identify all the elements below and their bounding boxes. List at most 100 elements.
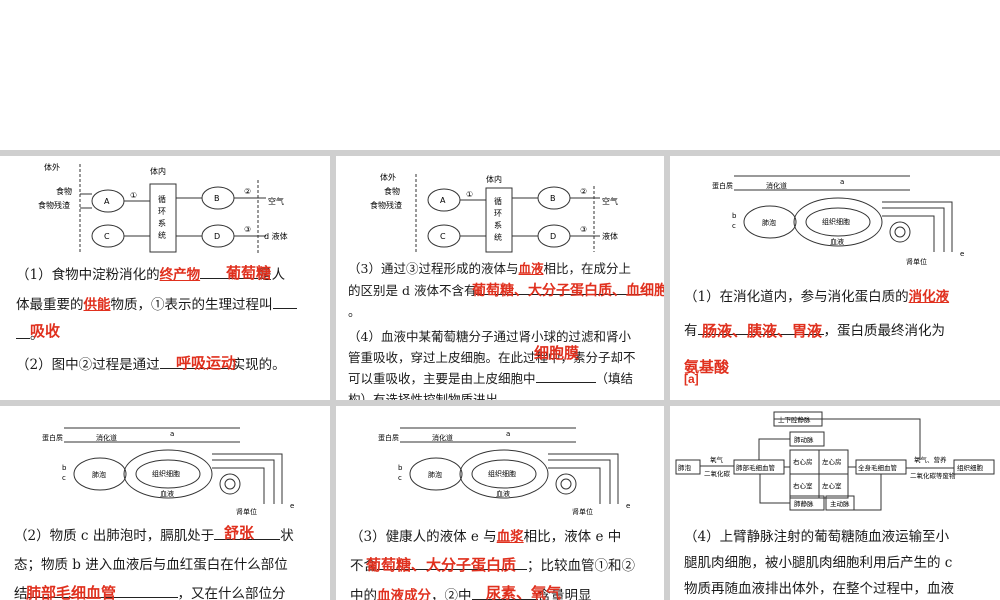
- svg-text:肺泡: 肺泡: [428, 470, 442, 479]
- svg-text:肾单位: 肾单位: [906, 257, 927, 266]
- panel-2: 体外 体内 食物 食物残渣 A C ① 循 环 系 统 B D ② ③ 空气 液…: [336, 156, 664, 400]
- question-text-2: （3）通过③过程形成的液体与血液相比，在成分上 的区别是 d 液体不含有 。 （…: [348, 258, 654, 400]
- answer-amino-acid: 氨基酸: [684, 359, 730, 376]
- svg-text:环: 环: [494, 209, 502, 218]
- label-d-liquid: d 液体: [264, 231, 288, 241]
- answer-glucose: 葡萄糖: [226, 265, 272, 282]
- svg-text:肺泡: 肺泡: [762, 218, 776, 227]
- svg-text:b: b: [398, 464, 403, 472]
- svg-text:统: 统: [494, 232, 502, 242]
- label-food: 食物: [56, 186, 72, 196]
- question-text-3: （1）在消化道内，参与消化蛋白质的消化液 有，蛋白质最终消化为: [684, 289, 950, 339]
- label-air: 空气: [268, 196, 284, 206]
- svg-text:血液: 血液: [160, 489, 174, 498]
- label-n1: ①: [130, 191, 137, 200]
- metabolism-diagram-5: 蛋白质 消化道 a b c 肺泡 组织细胞 血液 肾单位 e: [378, 427, 630, 516]
- svg-text:血液: 血液: [496, 489, 510, 498]
- answer-substances: 葡萄糖、大分子蛋白质、血细胞: [472, 282, 664, 298]
- svg-text:氧气、营养: 氧气、营养: [914, 455, 947, 464]
- question-text-4: （2）物质 c 出肺泡时，膈肌处于状 态；物质 b 进入血液后与血红蛋白在什么部…: [14, 522, 320, 600]
- svg-text:c: c: [62, 474, 66, 482]
- question-text-6: （4）上臂静脉注射的葡萄糖随血液运输至小 腿肌肉细胞，被小腿肌肉细胞利用后产生的…: [684, 529, 954, 597]
- panel-3: 蛋白质 消化道 a b c 肺泡 组织细胞 血液 肾单位 e （1）在消化道内，…: [670, 156, 1000, 400]
- svg-text:e: e: [626, 502, 630, 510]
- svg-text:e: e: [290, 502, 294, 510]
- svg-text:左心房: 左心房: [822, 457, 842, 466]
- svg-text:③: ③: [580, 225, 587, 234]
- label-residue: 食物残渣: [38, 200, 70, 210]
- digestion-circulation-diagram-2: 体外 体内 食物 食物残渣 A C ① 循 环 系 统 B D ② ③ 空气 液…: [370, 172, 618, 253]
- answer-glucose-protein: 葡萄糖、大分子蛋白质: [366, 557, 517, 574]
- svg-text:体内: 体内: [486, 174, 502, 184]
- svg-text:D: D: [550, 232, 556, 241]
- svg-text:消化道: 消化道: [96, 433, 117, 442]
- svg-text:肾单位: 肾单位: [236, 507, 257, 516]
- answer-breathing: 呼吸运动: [176, 355, 237, 372]
- svg-text:消化道: 消化道: [432, 433, 453, 442]
- svg-text:循: 循: [158, 194, 166, 204]
- answer-digestive-juices: 肠液、胰液、胃液: [702, 323, 823, 340]
- svg-text:b: b: [62, 464, 67, 472]
- svg-text:e: e: [960, 250, 964, 258]
- label-outside: 体外: [44, 162, 60, 172]
- question-text-1: （1）食物中淀粉消化的终产物是人 体最重要的供能物质，①表示的生理过程叫 。 （…: [16, 260, 316, 380]
- svg-text:消化道: 消化道: [766, 181, 787, 190]
- svg-text:右心室: 右心室: [793, 481, 813, 490]
- answer-urea-oxygen: 尿素、氧气: [486, 585, 562, 600]
- svg-text:C: C: [440, 232, 446, 241]
- svg-text:肺泡: 肺泡: [92, 470, 106, 479]
- svg-text:c: c: [398, 474, 402, 482]
- node-c: C: [104, 232, 110, 241]
- svg-text:蛋白质: 蛋白质: [712, 181, 733, 190]
- panel-5: 蛋白质 消化道 a b c 肺泡 组织细胞 血液 肾单位 e （3）健康人的液体…: [336, 406, 664, 600]
- node-b: B: [214, 194, 220, 203]
- label-inside: 体内: [150, 166, 166, 176]
- svg-text:B: B: [550, 194, 556, 203]
- svg-text:c: c: [732, 222, 736, 230]
- node-d: D: [214, 232, 220, 241]
- svg-text:肺动脉: 肺动脉: [794, 435, 814, 444]
- digestion-circulation-diagram: 体外 体内 食物 食物残渣 A C ① 循 环 系 统 B D ② ③ 空气 d…: [38, 162, 288, 254]
- label-n2: ②: [244, 187, 251, 196]
- svg-text:食物残渣: 食物残渣: [370, 200, 402, 210]
- answer-cell-membrane: 细胞膜: [534, 345, 580, 362]
- node-a: A: [104, 197, 110, 206]
- svg-text:肺静脉: 肺静脉: [794, 499, 814, 508]
- svg-text:主动脉: 主动脉: [830, 499, 850, 508]
- answer-absorption: 吸收: [30, 323, 61, 340]
- panel-4: 蛋白质 消化道 a b c 肺泡 组织细胞 血液 肾单位 e （2）物质 c 出…: [0, 406, 330, 600]
- svg-text:空气: 空气: [602, 196, 618, 206]
- svg-text:左心室: 左心室: [822, 481, 842, 490]
- circulation-diagram: 上下腔静脉 肺动脉 右心房 左心房 右心室 左心室 肺静脉 主动脉 肺泡 氧气 …: [675, 411, 995, 511]
- svg-text:体外: 体外: [380, 172, 396, 182]
- svg-text:肺泡: 肺泡: [678, 463, 692, 472]
- metabolism-diagram-4: 蛋白质 消化道 a b c 肺泡 组织细胞 血液 肾单位 e: [42, 427, 294, 516]
- svg-text:右心房: 右心房: [793, 457, 813, 466]
- svg-text:a: a: [506, 430, 510, 438]
- svg-text:组织细胞: 组织细胞: [957, 463, 984, 472]
- svg-text:氧气: 氧气: [710, 455, 724, 464]
- svg-text:②: ②: [580, 187, 587, 196]
- answer-lung-capillary: 肺部毛细血管: [26, 585, 117, 600]
- svg-text:系: 系: [158, 218, 166, 228]
- svg-text:组织细胞: 组织细胞: [152, 469, 180, 478]
- svg-text:蛋白质: 蛋白质: [378, 433, 399, 442]
- svg-text:肾单位: 肾单位: [572, 507, 593, 516]
- svg-text:液体: 液体: [602, 231, 618, 241]
- svg-text:全身毛细血管: 全身毛细血管: [858, 463, 898, 472]
- svg-text:a: a: [840, 178, 844, 186]
- svg-text:系: 系: [494, 220, 502, 230]
- svg-text:b: b: [732, 212, 737, 220]
- svg-text:A: A: [440, 196, 446, 205]
- panel-6: 上下腔静脉 肺动脉 右心房 左心房 右心室 左心室 肺静脉 主动脉 肺泡 氧气 …: [670, 406, 1000, 600]
- svg-text:统: 统: [158, 230, 166, 240]
- svg-text:组织细胞: 组织细胞: [822, 217, 850, 226]
- svg-text:食物: 食物: [384, 186, 400, 196]
- svg-text:循: 循: [494, 196, 502, 206]
- panel-1: 体外 体内 食物 食物残渣 A C ① 循 环 系 统 B D ② ③ 空气 d…: [0, 156, 330, 400]
- svg-text:血液: 血液: [830, 237, 844, 246]
- metabolism-diagram: 蛋白质 消化道 a b c 肺泡 组织细胞 血液 肾单位 e: [712, 175, 964, 266]
- svg-text:蛋白质: 蛋白质: [42, 433, 63, 442]
- answer-a-label: [a]: [684, 372, 699, 386]
- svg-text:肺部毛细血管: 肺部毛细血管: [736, 463, 776, 472]
